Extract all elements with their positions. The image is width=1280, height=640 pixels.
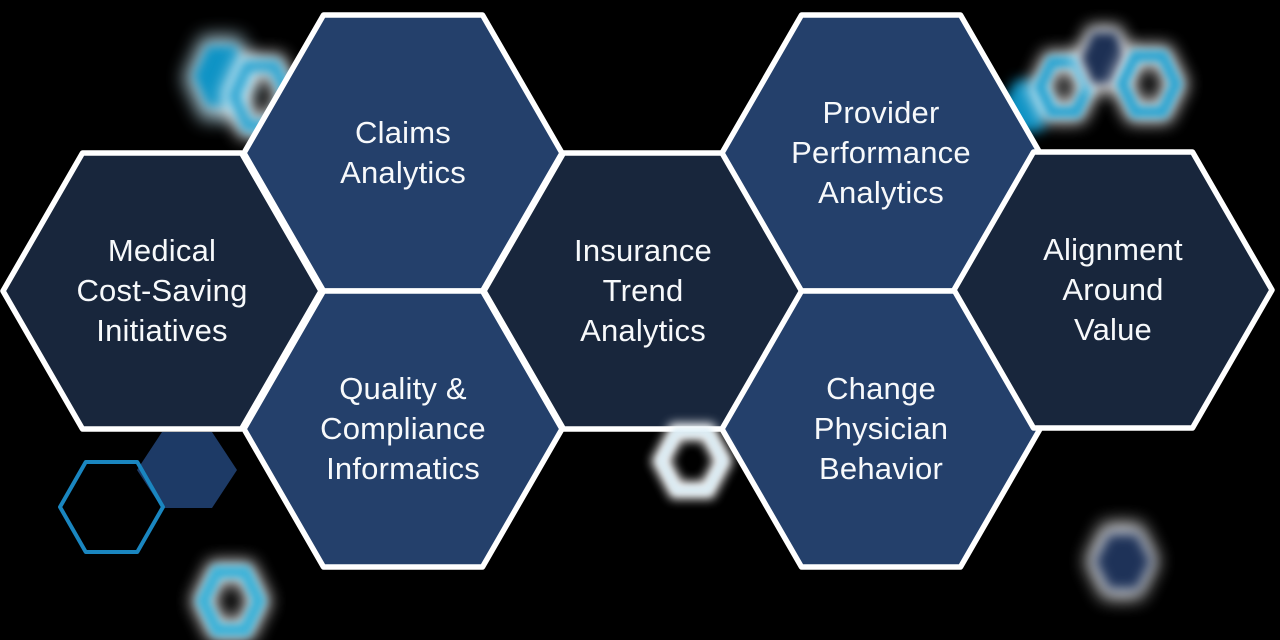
- blurred-cyan-ring-icon: [1115, 50, 1183, 118]
- decoration-bottom-center: [650, 423, 734, 499]
- decoration-bottom-right-cluster: [1086, 524, 1158, 598]
- blurred-navy-hexagon-icon: [1094, 533, 1152, 590]
- decoration-top-right-cluster: [1002, 26, 1189, 132]
- cyan-outline-hexagon-icon: [58, 460, 165, 554]
- small-navy-hexagon-icon: [137, 432, 237, 508]
- pale-blue-ring-tint-icon: [656, 428, 728, 494]
- honeycomb-tiles: [0, 12, 1275, 570]
- hexagon-alignment-around-value: [951, 149, 1275, 431]
- blurred-navy-hexagon-icon: [1081, 32, 1127, 84]
- decoration-bottom-left-cluster: [58, 432, 272, 640]
- blurred-cyan-ring-icon: [195, 565, 267, 637]
